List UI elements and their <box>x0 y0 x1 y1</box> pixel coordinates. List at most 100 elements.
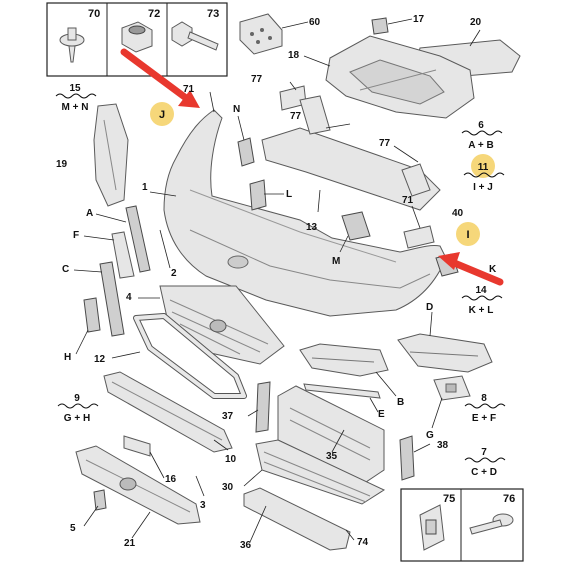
label-20: 20 <box>470 17 482 28</box>
label-F: F <box>73 230 79 241</box>
label-N: N <box>233 104 240 115</box>
clip-40 <box>403 225 435 249</box>
label-21: 21 <box>124 538 136 549</box>
label-4: 4 <box>126 292 132 303</box>
kit-9-number: 9 <box>74 393 80 404</box>
kit-7-number: 7 <box>481 447 487 458</box>
bracket-N <box>237 137 255 167</box>
lower-spoiler-36 <box>243 487 351 551</box>
label-2: 2 <box>171 268 177 279</box>
clip-box-60 <box>239 13 283 55</box>
side-bracket-H <box>83 297 101 333</box>
label-H: H <box>64 352 71 363</box>
label-60: 60 <box>309 17 321 28</box>
side-bracket-C <box>99 261 125 337</box>
label-12: 12 <box>94 354 106 365</box>
fog-bezel-B <box>299 343 389 377</box>
leader-lines <box>73 18 481 543</box>
highlight-11 <box>471 154 495 178</box>
kit-ref-8: 8 E + F <box>464 393 506 424</box>
screw-70-icon <box>59 27 85 63</box>
label-A: A <box>86 208 93 219</box>
box-label-76: 76 <box>503 493 515 505</box>
label-71-top: 71 <box>183 84 195 95</box>
kit-ref-6: 6 A + B <box>461 120 503 151</box>
label-30: 30 <box>222 482 234 493</box>
label-17: 17 <box>413 14 425 25</box>
label-3: 3 <box>200 500 206 511</box>
kit-14-number: 14 <box>475 285 487 296</box>
bolt-73-icon <box>171 21 219 51</box>
bracket-38 <box>399 435 415 481</box>
lower-grille-21 <box>75 445 201 525</box>
label-77-b: 77 <box>290 111 302 122</box>
kit-6-number: 6 <box>478 120 484 131</box>
label-77-a: 77 <box>251 74 263 85</box>
label-16: 16 <box>165 474 177 485</box>
kit-ref-9: 9 G + H <box>57 393 99 424</box>
upper-crossmember-18 <box>325 35 475 119</box>
grille-frame-12 <box>133 313 247 399</box>
red-arrow-J <box>120 48 200 108</box>
air-guide-19 <box>93 103 129 207</box>
label-M: M <box>332 256 340 267</box>
clip-75-icon <box>419 504 445 551</box>
side-bracket-F <box>111 231 135 279</box>
lower-grille-10 <box>103 371 233 453</box>
bracket-M <box>341 211 371 241</box>
fog-cover-G <box>433 375 471 401</box>
side-bracket-A <box>125 205 151 273</box>
kit-8-combo: E + F <box>472 413 496 424</box>
label-18: 18 <box>288 50 300 61</box>
box-label-75: 75 <box>443 493 455 505</box>
nut-72-icon <box>121 21 153 53</box>
part-labels: 60 17 20 18 71 77 N 77 77 19 1 L 71 13 4… <box>56 14 497 551</box>
kit-11-combo: I + J <box>473 182 493 193</box>
kit-ref-11: 11 I + J <box>463 162 505 193</box>
label-1: 1 <box>142 182 148 193</box>
highlight-J: J <box>150 102 174 126</box>
label-37: 37 <box>222 411 234 422</box>
kit-11-number: 11 <box>478 162 489 173</box>
label-36: 36 <box>240 540 252 551</box>
trim-strip-E <box>303 383 381 399</box>
label-5: 5 <box>70 523 76 534</box>
label-10: 10 <box>225 454 237 465</box>
fog-bezel-D <box>397 333 493 373</box>
kit-8-number: 8 <box>481 393 487 404</box>
kit-15-combo: M + N <box>62 102 89 113</box>
kit-14-combo: K + L <box>469 305 494 316</box>
label-13: 13 <box>306 222 318 233</box>
label-71-right: 71 <box>402 195 414 206</box>
kit-ref-15: 15 M + N <box>55 83 97 113</box>
bracket-L <box>249 179 267 211</box>
emblem-16 <box>123 435 151 457</box>
air-shutter-30 <box>255 439 386 505</box>
label-74: 74 <box>357 537 369 548</box>
box-label-73: 73 <box>207 8 219 20</box>
label-35: 35 <box>326 451 338 462</box>
highlight-I-label: I <box>466 229 469 241</box>
label-D: D <box>426 302 433 313</box>
bracket-17 <box>371 17 389 35</box>
label-K: K <box>489 264 497 275</box>
screw-76-icon <box>469 513 514 535</box>
label-77-c: 77 <box>379 138 391 149</box>
label-L: L <box>286 189 292 200</box>
highlight-I: I <box>456 222 480 246</box>
label-38: 38 <box>437 440 449 451</box>
label-C: C <box>62 264 69 275</box>
label-19: 19 <box>56 159 68 170</box>
kit-7-combo: C + D <box>471 467 497 478</box>
reinforcement-beam-13 <box>261 85 441 211</box>
clip-5 <box>93 489 107 511</box>
kit-9-combo: G + H <box>64 413 90 424</box>
label-G: G <box>426 430 434 441</box>
kit-15-number: 15 <box>69 83 81 94</box>
box-label-70: 70 <box>88 8 100 20</box>
red-arrow-I <box>438 252 504 286</box>
kit-ref-14: 14 K + L <box>461 285 503 316</box>
label-E: E <box>378 409 385 420</box>
highlight-J-label: J <box>159 109 165 121</box>
